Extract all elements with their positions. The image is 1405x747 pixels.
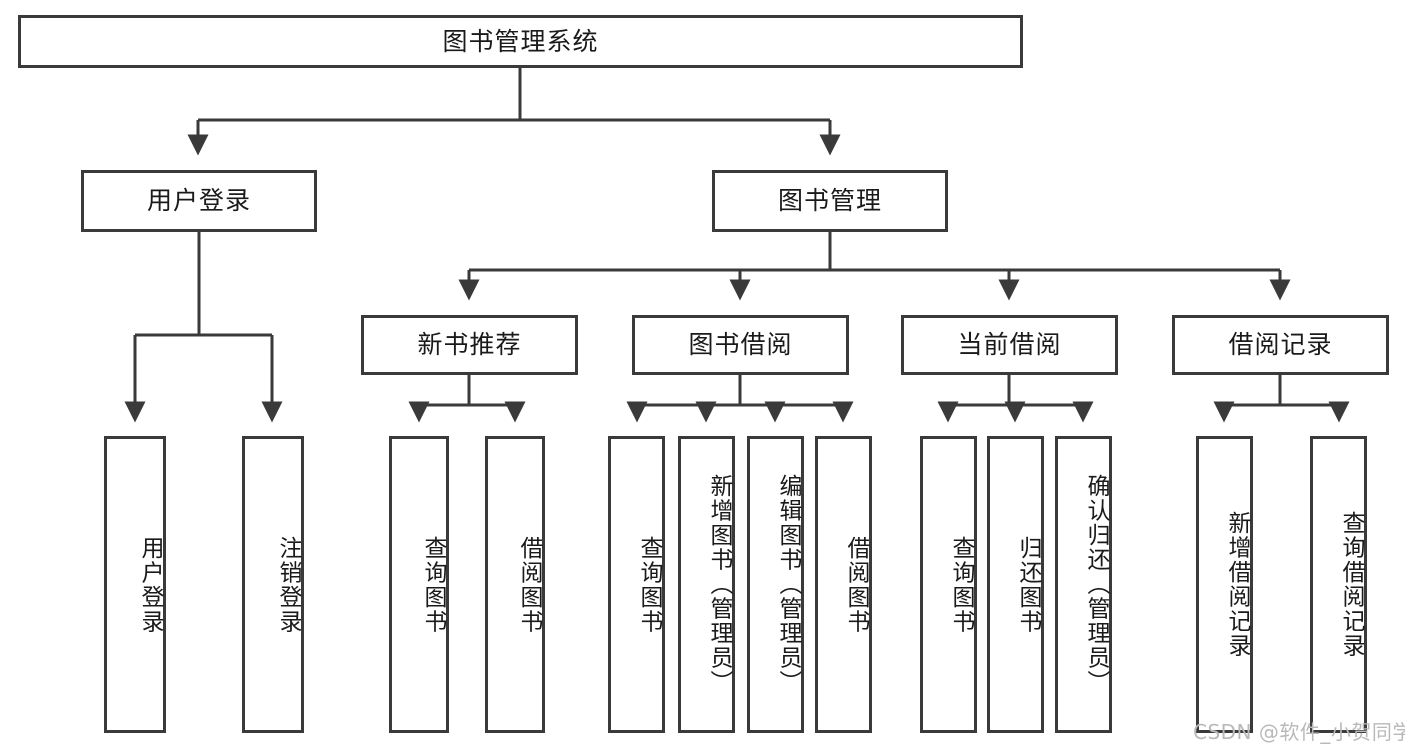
- node-leaf-borrow-book-1[interactable]: 借阅图书: [485, 436, 545, 733]
- node-leaf-add-record[interactable]: 新增借阅记录: [1196, 436, 1253, 733]
- node-label: 新书推荐: [417, 330, 522, 360]
- node-current-borrow[interactable]: 当前借阅: [901, 315, 1118, 375]
- node-leaf-confirm-return[interactable]: 确认归还（管理员）: [1055, 436, 1112, 733]
- node-new-book-recommend[interactable]: 新书推荐: [361, 315, 578, 375]
- node-label: 图书管理系统: [442, 26, 599, 56]
- node-label: 新增图书（管理员）: [706, 474, 732, 695]
- node-label: 归还图书: [1015, 535, 1041, 634]
- node-user-login[interactable]: 用户登录: [81, 170, 317, 232]
- node-label: 借阅图书: [516, 535, 542, 634]
- node-label: 新增借阅记录: [1224, 511, 1250, 658]
- node-leaf-borrow-book-2[interactable]: 借阅图书: [815, 436, 872, 733]
- node-label: 查询借阅记录: [1338, 511, 1364, 658]
- node-leaf-query-book-1[interactable]: 查询图书: [389, 436, 449, 733]
- node-label: 查询图书: [948, 535, 974, 634]
- node-leaf-add-book[interactable]: 新增图书（管理员）: [678, 436, 735, 733]
- node-leaf-query-book-3[interactable]: 查询图书: [920, 436, 977, 733]
- node-label: 图书管理: [777, 186, 882, 216]
- node-leaf-user-login[interactable]: 用户登录: [104, 436, 166, 733]
- node-label: 查询图书: [636, 535, 662, 634]
- node-leaf-query-book-2[interactable]: 查询图书: [608, 436, 665, 733]
- node-book-manage[interactable]: 图书管理: [712, 170, 948, 232]
- watermark-text: CSDN @软件_小贺同学: [1193, 720, 1405, 744]
- node-book-management-system[interactable]: 图书管理系统: [18, 15, 1023, 68]
- node-book-borrow[interactable]: 图书借阅: [632, 315, 849, 375]
- node-label: 用户登录: [137, 535, 163, 634]
- node-leaf-query-record[interactable]: 查询借阅记录: [1310, 436, 1367, 733]
- node-borrow-record[interactable]: 借阅记录: [1172, 315, 1389, 375]
- node-leaf-user-logout[interactable]: 注销登录: [242, 436, 304, 733]
- node-label: 图书借阅: [688, 330, 793, 360]
- node-label: 借阅记录: [1228, 330, 1333, 360]
- node-label: 编辑图书（管理员）: [775, 474, 801, 695]
- node-label: 借阅图书: [843, 535, 869, 634]
- node-label: 用户登录: [146, 186, 251, 216]
- node-label: 查询图书: [420, 535, 446, 634]
- node-label: 确认归还（管理员）: [1083, 474, 1109, 695]
- node-label: 当前借阅: [957, 330, 1062, 360]
- node-leaf-return-book[interactable]: 归还图书: [987, 436, 1044, 733]
- node-label: 注销登录: [275, 535, 301, 634]
- node-leaf-edit-book[interactable]: 编辑图书（管理员）: [747, 436, 804, 733]
